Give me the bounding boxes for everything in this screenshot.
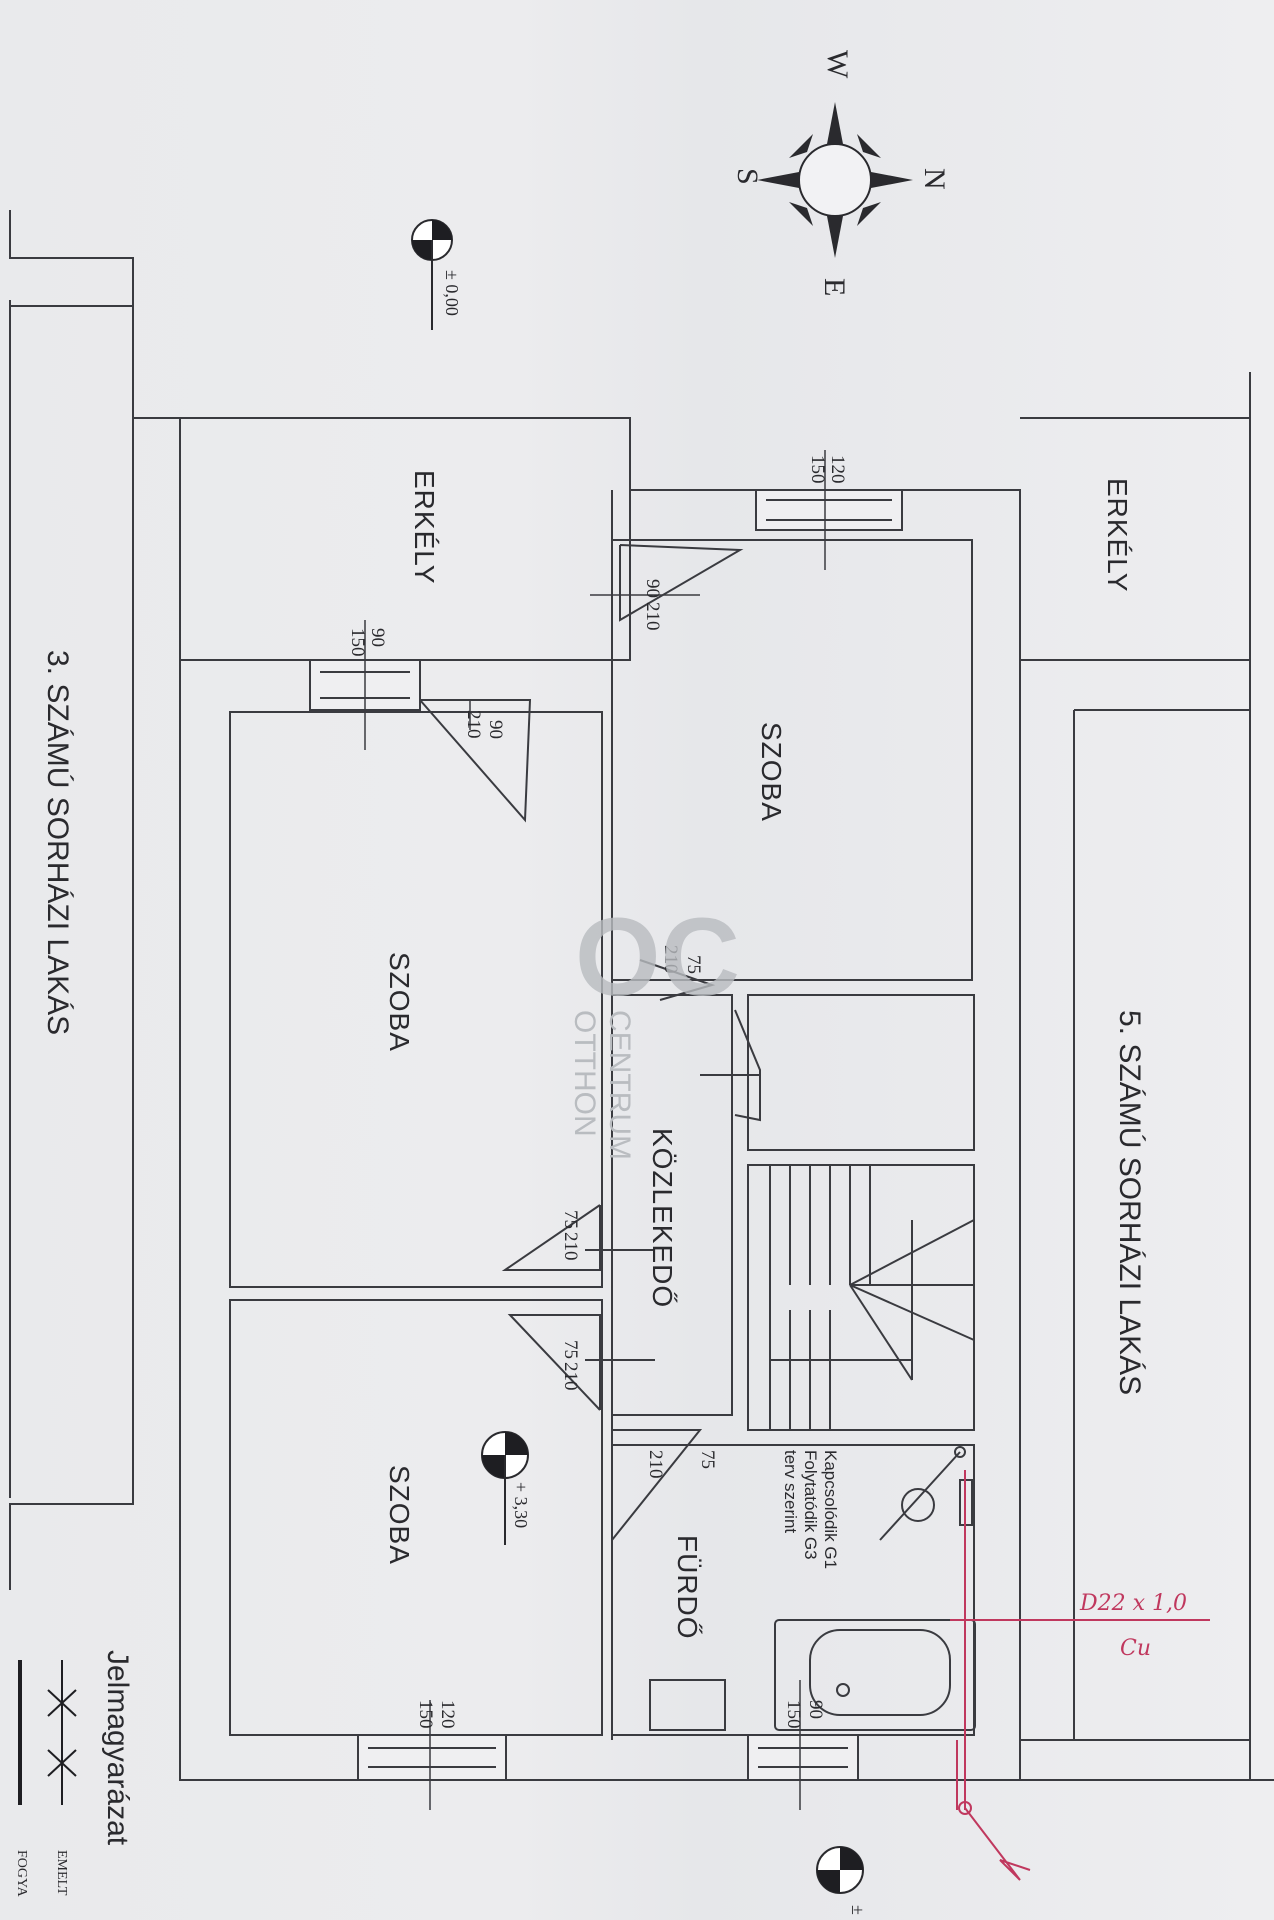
watermark-line1: OTTHON	[568, 1010, 601, 1137]
bath-note-line3: terv szerint	[781, 1450, 800, 1533]
pen-markings	[950, 1470, 1210, 1881]
toilet	[901, 1488, 935, 1522]
compass-east-label: E	[818, 278, 851, 296]
level-marker-ground	[411, 219, 453, 330]
room-erkely-right: ERKÉLY	[1102, 478, 1133, 592]
stairs	[769, 1165, 975, 1430]
level-ground-label: ± 0,00	[442, 270, 462, 316]
door-furdo-w: 75	[697, 1450, 718, 1469]
level-right-label: ±	[848, 1905, 868, 1915]
pipe-material-note: Cu	[1120, 1636, 1151, 1661]
door-top-room-h: 210	[660, 945, 681, 974]
legend-symbols	[18, 1660, 77, 1805]
door-left-room-h: 210	[463, 710, 484, 739]
door-erkely-w: 90	[642, 579, 663, 598]
win-furdo-w: 90	[805, 1700, 826, 1719]
win-erkely-left-w: 90	[367, 628, 388, 647]
room-erkely-left: ERKÉLY	[409, 470, 440, 584]
bath-note-line2: Folytatódik G3	[801, 1450, 820, 1560]
dimension-marks	[364, 450, 826, 1810]
pipe-size-note: D22 x 1,0	[1079, 1591, 1187, 1616]
door-left-room-w: 90	[485, 720, 506, 739]
level-marker-upper	[481, 1431, 529, 1545]
door-swings	[419, 544, 761, 1541]
walls	[179, 417, 1250, 1780]
room-kozlekedo: KÖZLEKEDŐ	[647, 1128, 678, 1308]
door-furdo-h: 210	[645, 1450, 666, 1479]
win-bottom-room-h: 150	[415, 1700, 436, 1729]
compass-west-label: W	[821, 50, 854, 79]
win-erkely-top-h: 150	[807, 455, 828, 484]
compass-north-label: N	[918, 168, 951, 190]
neighbor-right-label: 5. SZÁMÚ SORHÁZI LAKÁS	[1113, 1010, 1146, 1395]
win-furdo-h: 150	[783, 1700, 804, 1729]
compass-rose-icon	[757, 102, 913, 258]
win-bottom-room-w: 120	[437, 1700, 458, 1729]
bathtub	[774, 1619, 976, 1731]
room-szoba-bottom: SZOBA	[384, 1465, 415, 1565]
legend-title: Jelmagyarázat	[101, 1650, 134, 1846]
level-marker-right	[816, 1846, 864, 1894]
neighbor-left-label: 3. SZÁMÚ SORHÁZI LAKÁS	[41, 650, 74, 1035]
door-left-room-hall-h: 210	[560, 1232, 581, 1261]
watermark-line2: CENTRUM	[603, 1010, 636, 1160]
site-lines	[9, 210, 1274, 1781]
level-upper-label: + 3,30	[511, 1482, 531, 1528]
win-erkely-left-h: 150	[347, 628, 368, 657]
door-erkely-h: 210	[642, 602, 663, 631]
door-bottom-room-w: 75	[560, 1340, 581, 1359]
door-top-room-w: 75	[683, 955, 704, 974]
win-erkely-top-w: 120	[827, 455, 848, 484]
compass-south-label: S	[731, 168, 764, 185]
watermark-logo: OC	[575, 896, 740, 1019]
washbasin	[649, 1679, 726, 1731]
room-szoba-left: SZOBA	[384, 952, 415, 1052]
door-left-room-hall-w: 75	[560, 1210, 581, 1229]
bath-note-line1: Kapcsolódik G1	[821, 1450, 840, 1569]
legend-item-1: EMELT	[54, 1850, 69, 1896]
room-furdo: FÜRDŐ	[672, 1535, 703, 1640]
room-szoba-top: SZOBA	[756, 722, 787, 822]
legend-item-2: FOGYA	[14, 1850, 29, 1898]
door-bottom-room-h: 210	[560, 1362, 581, 1391]
